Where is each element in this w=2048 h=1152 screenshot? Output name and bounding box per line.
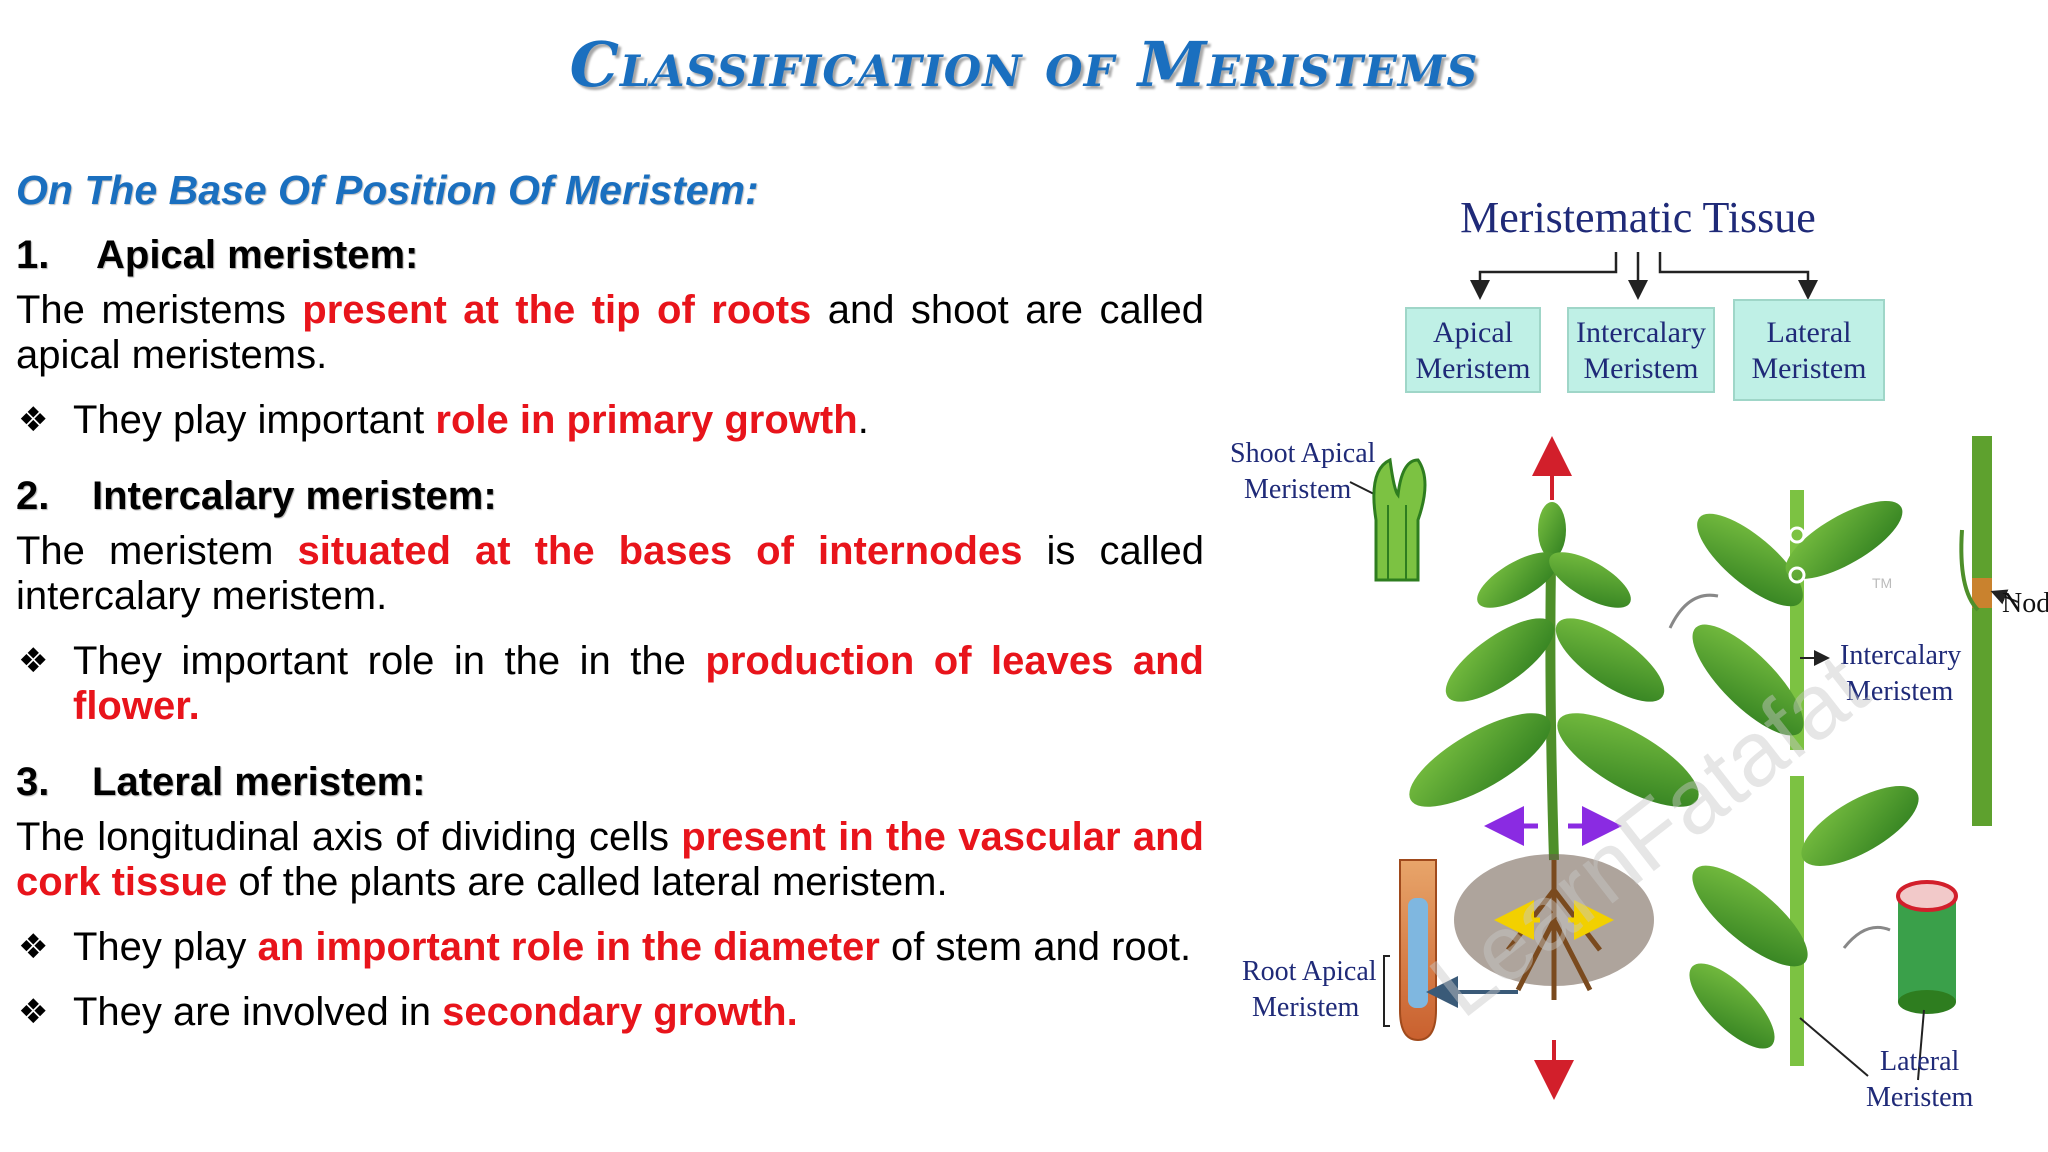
box-intercalary: Intercalary Meristem	[1567, 307, 1715, 393]
label-intercalary-2: Meristem	[1846, 676, 1954, 707]
curved-arrow	[1842, 925, 1891, 949]
section-title: Apical meristem:	[96, 233, 419, 277]
label-lateral-2: Meristem	[1866, 1082, 1974, 1113]
highlight-text: present at the tip of roots	[302, 288, 812, 332]
highlight-text: production of leaves and flower.	[73, 639, 1204, 728]
label-root-apical-1: Root Apical	[1242, 956, 1377, 987]
label-shoot-apical-1: Shoot Apical	[1230, 438, 1376, 469]
bullet-diamond-icon: ❖	[18, 993, 49, 1031]
box-apical-line1: Apical	[1433, 316, 1513, 349]
box-lateral-line1: Lateral	[1767, 316, 1852, 349]
box-intercalary-line2: Meristem	[1584, 352, 1699, 385]
highlight-text: situated at the bases of internodes	[297, 529, 1023, 573]
section-heading-intercalary: 2. Intercalary meristem:	[16, 463, 1204, 529]
slide-body: On The Base Of Position Of Meristem: 1. A…	[16, 168, 1204, 1055]
text: of the plants are called lateral meriste…	[227, 860, 948, 904]
box-lateral: Lateral Meristem	[1733, 299, 1885, 401]
label-shoot-apical-2: Meristem	[1244, 474, 1352, 505]
text: The meristems	[16, 288, 303, 332]
intercalary-stem	[1692, 490, 1903, 750]
text: The longitudinal axis of dividing cells	[16, 815, 682, 859]
bullet-diamond-icon: ❖	[18, 401, 49, 439]
trademark: TM	[1872, 575, 1892, 591]
subtitle: On The Base Of Position Of Meristem:	[16, 167, 759, 213]
text: They important role in the in the	[73, 639, 706, 683]
pointer-line	[1799, 1017, 1869, 1077]
section-heading-lateral: 3. Lateral meristem:	[16, 749, 1204, 815]
slide-title: Classification of Meristems	[569, 28, 1479, 101]
text: They play important	[73, 398, 436, 442]
highlight-text: role in primary growth	[435, 398, 858, 442]
highlight-text: an important role in the diameter	[257, 925, 880, 969]
curved-arrow	[1668, 593, 1719, 629]
bullet-item: ❖ They important role in the in the produ…	[16, 639, 1204, 729]
section-title: Lateral meristem:	[92, 760, 426, 804]
box-intercalary-line1: Intercalary	[1576, 316, 1706, 349]
pointer-line	[1917, 1009, 1925, 1081]
bracket	[1383, 955, 1390, 1027]
bullet-diamond-icon: ❖	[18, 642, 49, 680]
central-plant	[1409, 436, 1699, 1100]
diagram-title: Meristematic Tissue	[1460, 193, 1816, 242]
bullet-item: ❖ They play important role in primary gro…	[16, 398, 1204, 443]
box-lateral-line2: Meristem	[1752, 352, 1867, 385]
hierarchy-connectors	[1470, 252, 1818, 300]
label-intercalary-1: Intercalary	[1840, 640, 1961, 671]
text: They play	[73, 925, 258, 969]
label-node: Node	[2002, 588, 2048, 619]
bullet-item: ❖ They are involved in secondary growth.	[16, 990, 1204, 1035]
node-stem	[1959, 436, 1992, 826]
bullet-item: ❖ They play an important role in the diam…	[16, 925, 1204, 970]
highlight-text: present in the vascular and cork tissue	[16, 815, 1204, 904]
section-number: 2.	[16, 474, 50, 518]
cylinder-icon	[1896, 880, 1958, 1014]
text: They are involved in	[73, 990, 443, 1034]
text: .	[857, 398, 869, 442]
highlight-text: secondary growth.	[442, 990, 798, 1034]
label-root-apical-2: Meristem	[1252, 992, 1360, 1023]
section-number: 3.	[16, 760, 50, 804]
meristem-diagram: Meristematic Tissue Apical Meristem Inte…	[1230, 193, 2048, 1113]
paragraph-intercalary: The meristem situated at the bases of in…	[16, 529, 1204, 619]
label-lateral-1: Lateral	[1880, 1046, 1959, 1077]
text: The meristem	[16, 529, 298, 573]
section-heading-apical: 1. Apical meristem:	[16, 222, 1204, 288]
section-number: 1.	[16, 233, 50, 277]
lateral-stem	[1689, 776, 1919, 1066]
pointer-line	[1990, 589, 2019, 605]
box-apical: Apical Meristem	[1405, 307, 1541, 393]
section-title: Intercalary meristem:	[92, 474, 497, 518]
paragraph-lateral: The longitudinal axis of dividing cells …	[16, 815, 1204, 905]
text: of stem and root.	[879, 925, 1192, 969]
box-apical-line2: Meristem	[1416, 352, 1531, 385]
text: is called intercalary meristem.	[16, 529, 1205, 618]
shoot-bud-icon	[1372, 457, 1427, 582]
paragraph-apical: The meristems present at the tip of root…	[16, 288, 1204, 378]
text: and shoot are called apical meristems.	[16, 288, 1205, 377]
bullet-diamond-icon: ❖	[18, 928, 49, 966]
